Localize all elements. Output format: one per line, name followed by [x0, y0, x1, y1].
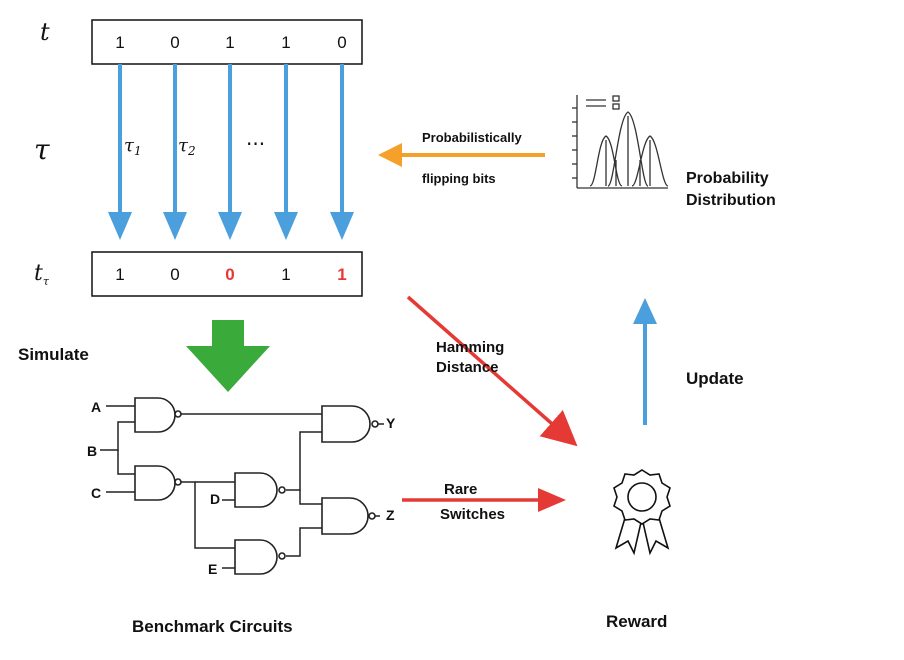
tau-arrow-3	[218, 64, 242, 240]
input-a-label: A	[91, 399, 101, 415]
bottom-bit-1: 1	[115, 265, 124, 284]
simulate-arrow	[186, 320, 270, 392]
benchmark-label: Benchmark Circuits	[132, 617, 293, 636]
rare-switches-arrow	[402, 488, 566, 512]
rare-label-2: Switches	[440, 506, 505, 523]
top-bit-3: 1	[225, 33, 234, 52]
output-y-label: Y	[386, 415, 396, 431]
update-arrow	[633, 298, 657, 425]
nand-gate-1	[134, 397, 176, 433]
prob-flip-label-1: Probabilistically	[422, 130, 522, 145]
bottom-bit-box	[91, 251, 363, 297]
bottom-bits: 1 0 0 1 1	[115, 265, 346, 284]
input-d-label: D	[210, 491, 220, 507]
probability-distribution-icon	[572, 95, 669, 189]
ellipsis-label: ···	[246, 132, 265, 156]
input-b-label: B	[87, 443, 97, 459]
input-c-label: C	[91, 485, 101, 501]
top-bit-box	[91, 19, 363, 65]
input-e-label: E	[208, 561, 217, 577]
hamming-arrow	[406, 295, 578, 447]
prob-flip-label-2: flipping bits	[422, 171, 496, 186]
tau-arrow-5	[330, 64, 354, 240]
nand-gate-z	[321, 497, 369, 535]
prob-dist-label-2: Distribution	[686, 192, 776, 209]
tau-2-label: τ2	[178, 135, 196, 158]
hamming-label-1: Hamming	[436, 339, 504, 356]
tau-arrows	[108, 64, 354, 240]
top-bits: 1 0 1 1 0	[115, 33, 346, 52]
hamming-label-2: Distance	[436, 359, 499, 376]
top-bit-4: 1	[281, 33, 290, 52]
nand-gate-2	[134, 465, 176, 501]
bottom-bit-3: 0	[225, 265, 234, 284]
top-bit-1: 1	[115, 33, 124, 52]
tau-label: τ	[34, 133, 50, 166]
tau-1-label: τ1	[124, 135, 142, 158]
bottom-bit-4: 1	[281, 265, 290, 284]
benchmark-circuit: A B C D E Y Z	[87, 397, 396, 577]
tau-arrow-2	[163, 64, 187, 240]
simulate-label: Simulate	[18, 345, 89, 364]
t-label: t	[40, 18, 50, 46]
prob-dist-label-1: Probability	[686, 170, 769, 187]
tau-arrow-4	[274, 64, 298, 240]
update-label: Update	[686, 369, 744, 388]
rare-label-1: Rare	[444, 481, 477, 498]
top-bit-5: 0	[337, 33, 346, 52]
bottom-bit-2: 0	[170, 265, 179, 284]
top-bit-2: 0	[170, 33, 179, 52]
reward-label: Reward	[606, 612, 667, 631]
nand-gate-4	[234, 539, 278, 575]
bottom-bit-5: 1	[337, 265, 346, 284]
reward-ribbon-icon	[613, 469, 671, 556]
tau-arrow-1	[108, 64, 132, 240]
nand-gate-3	[234, 472, 278, 508]
output-z-label: Z	[386, 507, 395, 523]
nand-gate-y	[321, 405, 371, 443]
t-tau-label: tτ	[34, 261, 50, 288]
orange-flip-arrow	[378, 143, 545, 167]
